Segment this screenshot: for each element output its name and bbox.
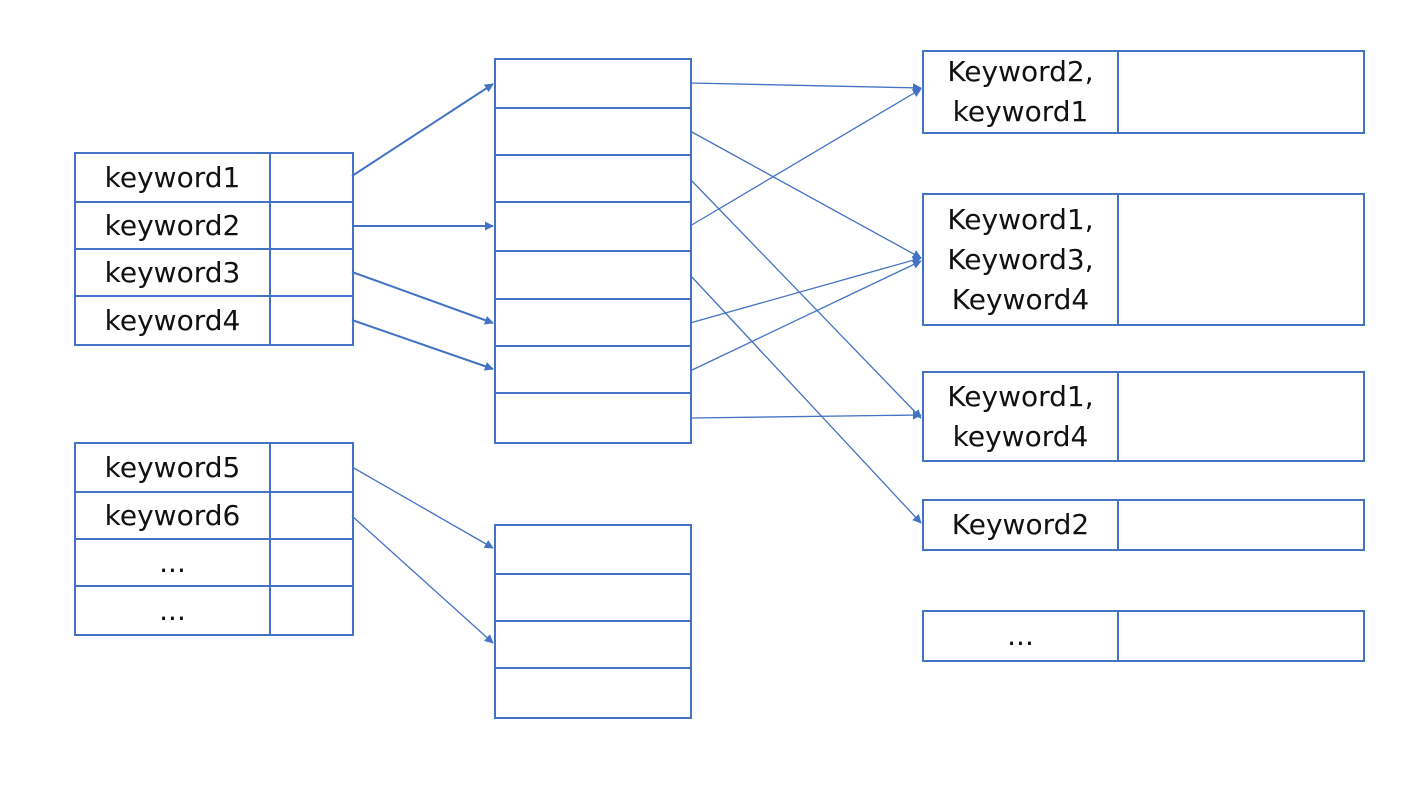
arrow-keyword1-to-bucket <box>351 83 494 177</box>
arrow-bucket-to-result <box>689 178 922 419</box>
bucket-slot <box>494 667 692 719</box>
bucket-slot <box>494 154 692 203</box>
arrow-bucket-to-result <box>689 88 922 227</box>
key-row: keyword1 <box>74 152 354 203</box>
result-keys-cell: Keyword2, keyword1 <box>922 50 1119 134</box>
arrow-bucket-to-result <box>689 255 922 324</box>
key-row: keyword2 <box>74 201 354 250</box>
result-keys-cell: Keyword2 <box>922 499 1119 551</box>
bucket-array-2 <box>494 524 692 719</box>
result-entry: Keyword2, keyword1 <box>922 50 1365 134</box>
key-cell: keyword3 <box>74 248 271 297</box>
key-cell: ... <box>74 538 271 587</box>
arrow-keyword4-to-bucket <box>351 319 494 371</box>
bucket-slot <box>494 298 692 347</box>
result-keys-cell: Keyword1, keyword4 <box>922 371 1119 462</box>
arrow-bucket-to-result <box>689 260 922 372</box>
arrow-keyword6-to-bucket <box>351 515 494 644</box>
key-cell: keyword6 <box>74 491 271 540</box>
arrow-bucket-to-result <box>689 274 922 524</box>
key-table-1: keyword1 keyword2 keyword3 keyword4 <box>74 152 354 346</box>
result-entry: Keyword1, Keyword3, Keyword4 <box>922 193 1365 326</box>
pointer-cell <box>269 152 354 203</box>
bucket-slot <box>494 524 692 575</box>
key-row: keyword4 <box>74 295 354 346</box>
result-value-cell <box>1117 193 1365 326</box>
result-entry: Keyword2 <box>922 499 1365 551</box>
key-table-2: keyword5 keyword6 ... ... <box>74 442 354 636</box>
bucket-slot <box>494 201 692 252</box>
bucket-slot <box>494 620 692 669</box>
arrow-bucket-to-result <box>689 410 922 420</box>
bucket-slot <box>494 345 692 394</box>
key-row: keyword5 <box>74 442 354 493</box>
bucket-array-1 <box>494 58 692 444</box>
key-row: ... <box>74 538 354 587</box>
key-cell: keyword2 <box>74 201 271 250</box>
pointer-cell <box>269 538 354 587</box>
pointer-cell <box>269 248 354 297</box>
result-value-cell <box>1117 610 1365 662</box>
arrow-bucket-to-result <box>689 82 922 93</box>
result-value-cell <box>1117 50 1365 134</box>
arrow-keyword5-to-bucket <box>351 466 494 549</box>
pointer-cell <box>269 491 354 540</box>
key-row: ... <box>74 585 354 636</box>
key-row: keyword6 <box>74 491 354 540</box>
bucket-slot <box>494 392 692 444</box>
key-cell: keyword4 <box>74 295 271 346</box>
result-entry: ... <box>922 610 1365 662</box>
key-row: keyword3 <box>74 248 354 297</box>
key-cell: keyword5 <box>74 442 271 493</box>
pointer-cell <box>269 442 354 493</box>
arrow-keyword3-to-bucket <box>351 271 494 325</box>
pointer-cell <box>269 295 354 346</box>
bucket-slot <box>494 250 692 300</box>
result-value-cell <box>1117 371 1365 462</box>
bucket-slot <box>494 58 692 109</box>
arrow-bucket-to-result <box>689 130 922 259</box>
key-cell: keyword1 <box>74 152 271 203</box>
result-keys-cell: ... <box>922 610 1119 662</box>
pointer-cell <box>269 585 354 636</box>
result-value-cell <box>1117 499 1365 551</box>
result-keys-cell: Keyword1, Keyword3, Keyword4 <box>922 193 1119 326</box>
key-cell: ... <box>74 585 271 636</box>
bucket-slot <box>494 107 692 156</box>
result-entry: Keyword1, keyword4 <box>922 371 1365 462</box>
pointer-cell <box>269 201 354 250</box>
bucket-slot <box>494 573 692 622</box>
